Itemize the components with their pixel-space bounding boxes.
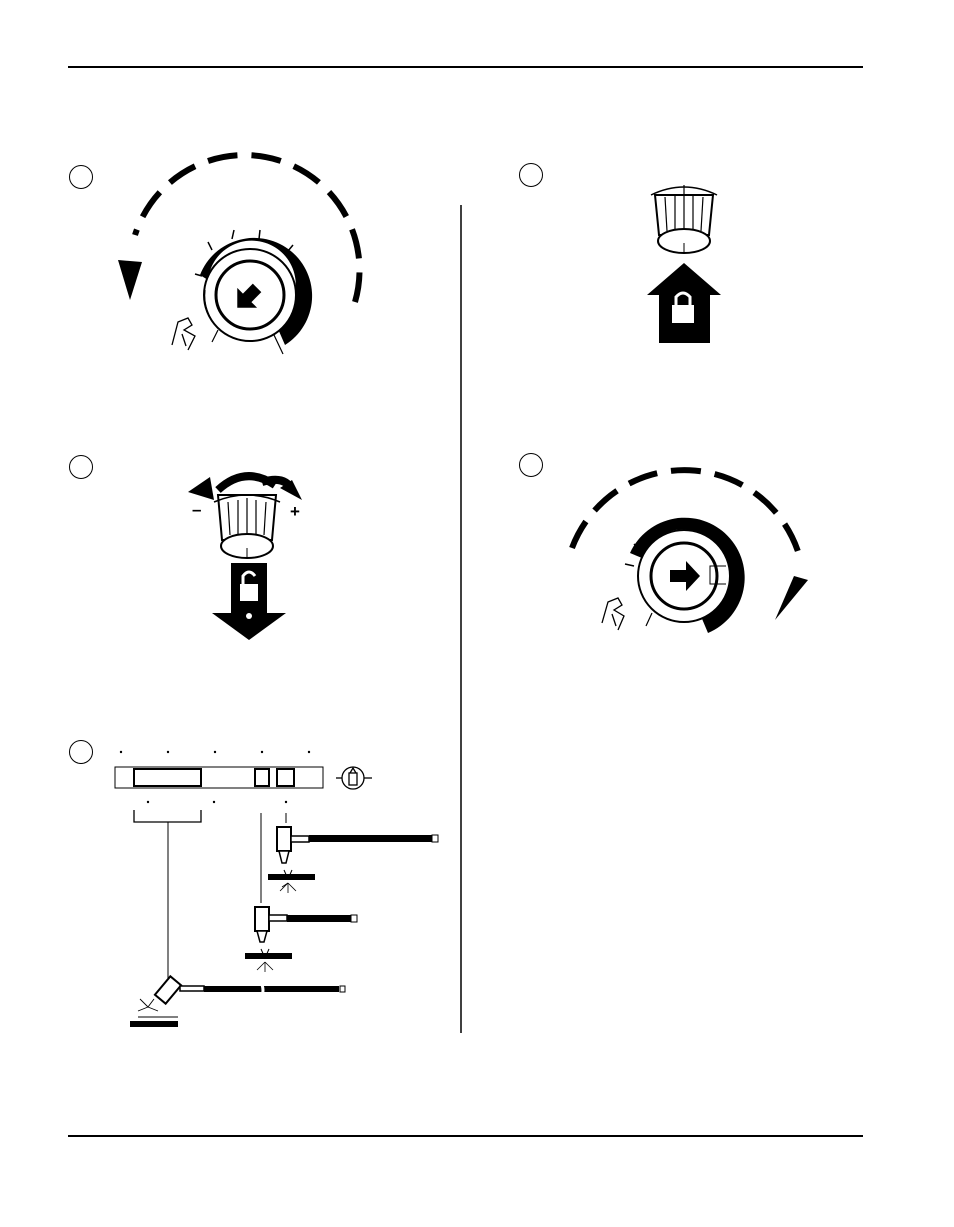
top-rule [68, 66, 863, 68]
bottom-rule [68, 1135, 863, 1137]
welding-spark-icon [279, 882, 297, 893]
step-4-marker [519, 163, 543, 187]
knob-unlock-icon [188, 472, 302, 640]
unlock-arrow-down-icon [212, 563, 286, 640]
torch-icon [276, 826, 439, 864]
minus-sign: – [192, 500, 202, 519]
dashed-arrow-clockwise-icon [569, 467, 803, 559]
step-1-marker [69, 165, 93, 189]
lock-arrow-up-icon [647, 263, 721, 343]
finger-press-icon [601, 597, 625, 631]
step-5-marker [519, 453, 543, 477]
step-2-marker [69, 455, 93, 479]
plus-sign: + [290, 502, 300, 521]
dial-rotate-right-icon [569, 467, 808, 633]
step-3-marker [69, 740, 93, 764]
knob-lock-icon [647, 185, 721, 343]
gas-cylinder-icon [336, 766, 372, 790]
dial-rotate-left-icon [118, 152, 363, 355]
finger-press-icon [171, 317, 196, 351]
dashed-arrow-counterclockwise-icon [132, 152, 363, 303]
display-bar-icon [114, 750, 439, 1027]
